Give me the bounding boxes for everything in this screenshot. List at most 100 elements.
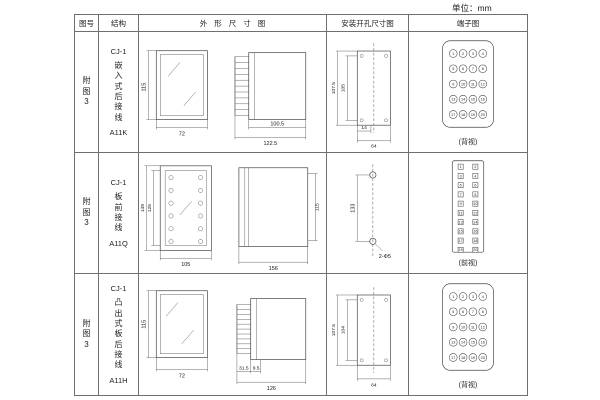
svg-text:17: 17 bbox=[451, 355, 455, 359]
svg-text:1: 1 bbox=[452, 294, 454, 298]
svg-text:6: 6 bbox=[462, 310, 464, 314]
dim-fin-depth: 31.5 bbox=[239, 365, 249, 371]
svg-text:8: 8 bbox=[474, 193, 476, 197]
svg-text:3: 3 bbox=[472, 294, 474, 298]
svg-text:3: 3 bbox=[460, 174, 462, 178]
figure-label: 附图3 bbox=[82, 197, 91, 228]
svg-text:14: 14 bbox=[473, 220, 477, 224]
front-view: 115 72 bbox=[141, 290, 208, 379]
code-label: A11Q bbox=[109, 238, 128, 248]
spec-table: 图号 结构 外形尺寸图 安装开孔尺寸图 端子图 附图3 CJ-1 嵌入式后接线 … bbox=[74, 14, 528, 396]
structure-cell-row2: CJ-1 板前接线 A11Q bbox=[99, 153, 139, 274]
dim-step-depth: 9.5 bbox=[252, 365, 259, 371]
svg-text:2: 2 bbox=[462, 52, 464, 56]
svg-text:10: 10 bbox=[461, 325, 465, 329]
outline-cell-row1: 115 72 bbox=[139, 32, 327, 153]
svg-text:8: 8 bbox=[482, 67, 484, 71]
model-label: CJ-1 bbox=[110, 178, 127, 188]
figure-label: 附图3 bbox=[82, 318, 91, 349]
svg-text:14: 14 bbox=[461, 340, 465, 344]
svg-text:15: 15 bbox=[471, 98, 475, 102]
svg-text:19: 19 bbox=[471, 355, 475, 359]
svg-text:4: 4 bbox=[474, 174, 476, 178]
code-label: A11K bbox=[109, 128, 128, 138]
svg-text:16: 16 bbox=[481, 340, 485, 344]
svg-text:2: 2 bbox=[474, 165, 476, 169]
dim-height: 115 bbox=[141, 320, 147, 329]
svg-text:4: 4 bbox=[482, 52, 484, 56]
dim-h-inner: 104 bbox=[340, 326, 346, 334]
side-view: 100.5 122.5 bbox=[234, 51, 306, 147]
view-label: (前视) bbox=[458, 260, 478, 267]
dim-h-inner: 105 bbox=[340, 83, 346, 91]
svg-text:9: 9 bbox=[460, 202, 462, 206]
svg-text:14: 14 bbox=[461, 98, 465, 102]
svg-text:10: 10 bbox=[473, 202, 477, 206]
svg-text:12: 12 bbox=[481, 325, 485, 329]
mounting-cell-row1: 107.5 105 14 64 bbox=[327, 32, 409, 153]
svg-text:5: 5 bbox=[460, 184, 462, 188]
outline-drawing-row3: 115 72 bbox=[141, 290, 306, 392]
svg-text:1: 1 bbox=[460, 165, 462, 169]
svg-text:9: 9 bbox=[452, 325, 454, 329]
mounting-cell-row2: 133 2-Φ5 bbox=[327, 153, 409, 274]
dim-w-small: 14 bbox=[361, 125, 367, 131]
svg-text:3: 3 bbox=[472, 52, 474, 56]
svg-text:6: 6 bbox=[462, 67, 464, 71]
svg-text:11: 11 bbox=[471, 325, 475, 329]
header-structure: 结构 bbox=[99, 15, 139, 32]
svg-text:4: 4 bbox=[482, 294, 484, 298]
svg-text:16: 16 bbox=[473, 230, 477, 234]
svg-text:17: 17 bbox=[459, 239, 463, 243]
figure-label: 附图3 bbox=[82, 76, 91, 107]
header-outline: 外形尺寸图 bbox=[139, 15, 327, 32]
svg-text:20: 20 bbox=[481, 355, 485, 359]
svg-text:5: 5 bbox=[452, 67, 454, 71]
dim-depth-total: 122.5 bbox=[263, 141, 277, 147]
dim-width: 105 bbox=[181, 262, 190, 268]
svg-text:20: 20 bbox=[473, 248, 477, 252]
dim-height-outer: 149 bbox=[140, 203, 146, 211]
figure-cell-row3: 附图3 bbox=[75, 274, 99, 395]
structure-cell-row3: CJ-1 凸出式板后接线 A11H bbox=[99, 274, 139, 395]
mounting-cell-row3: 107.5 104 64 bbox=[327, 274, 409, 395]
dim-depth: 100.5 bbox=[270, 121, 284, 127]
figure-cell-row2: 附图3 bbox=[75, 153, 99, 274]
dim-width: 72 bbox=[178, 131, 184, 137]
svg-text:2: 2 bbox=[462, 294, 464, 298]
hole-note: 2-Φ5 bbox=[378, 253, 390, 259]
model-label: CJ-1 bbox=[110, 46, 127, 56]
mounting-drawing-row2: 133 2-Φ5 bbox=[350, 163, 390, 259]
svg-text:6: 6 bbox=[474, 184, 476, 188]
svg-text:18: 18 bbox=[461, 113, 465, 117]
svg-text:19: 19 bbox=[471, 113, 475, 117]
header-mounting: 安装开孔尺寸图 bbox=[327, 15, 409, 32]
svg-text:16: 16 bbox=[481, 98, 485, 102]
svg-text:11: 11 bbox=[471, 82, 475, 86]
svg-text:13: 13 bbox=[459, 220, 463, 224]
side-view: 31.5 9.5 126 bbox=[236, 298, 306, 392]
dim-w-outer: 64 bbox=[371, 143, 377, 149]
dim-depth: 156 bbox=[268, 266, 277, 272]
dim-h-outer: 107.5 bbox=[330, 324, 336, 336]
svg-text:13: 13 bbox=[451, 98, 455, 102]
side-view: 115 156 bbox=[238, 166, 320, 272]
svg-text:1: 1 bbox=[452, 52, 454, 56]
code-label: A11H bbox=[109, 375, 128, 385]
wiring-label: 凸出式板后接线 bbox=[114, 298, 123, 370]
header-terminal: 端子图 bbox=[409, 15, 527, 32]
figure-cell-row1: 附图3 bbox=[75, 32, 99, 153]
svg-text:10: 10 bbox=[461, 82, 465, 86]
header-figure: 图号 bbox=[75, 15, 99, 32]
view-label: (背视) bbox=[458, 381, 478, 389]
svg-text:11: 11 bbox=[459, 211, 463, 215]
svg-text:9: 9 bbox=[452, 82, 454, 86]
